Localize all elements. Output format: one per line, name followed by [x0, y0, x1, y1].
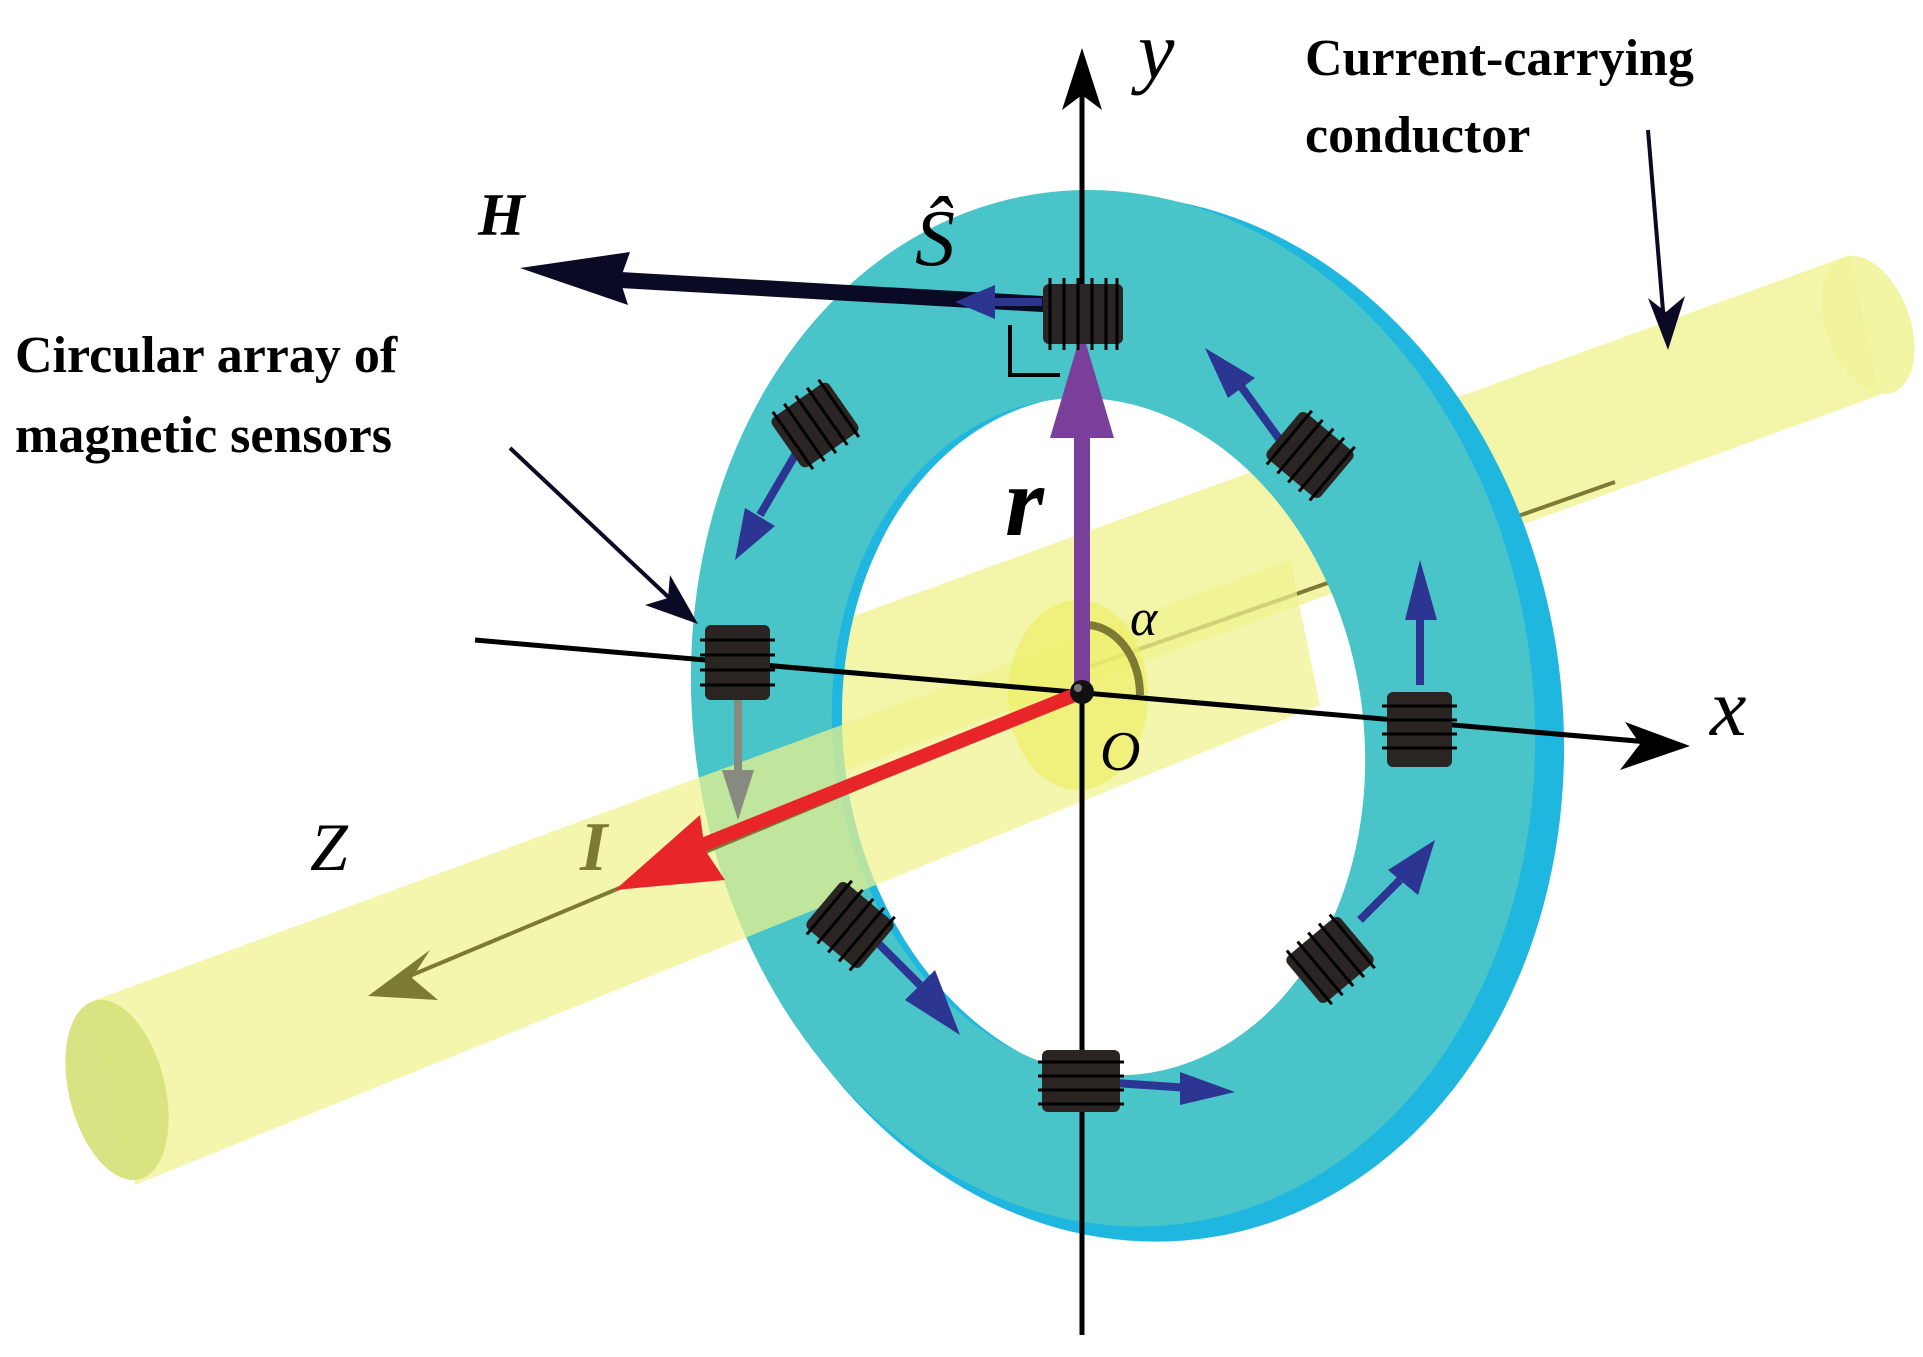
- angle-label: α: [1130, 590, 1159, 647]
- current-vector-head: [615, 815, 725, 890]
- s-hat-label: Ŝ: [915, 195, 955, 283]
- angle-arc: [1081, 620, 1145, 696]
- sensor-upper-left: [735, 378, 861, 560]
- origin-point: [1070, 680, 1094, 704]
- sensor-bottom: [1038, 1050, 1235, 1112]
- z-axis-arrowhead: [368, 950, 438, 1000]
- origin-label: O: [1100, 721, 1140, 783]
- current-label: I: [579, 809, 610, 886]
- conductor-label-line1: Current-carrying: [1305, 30, 1694, 87]
- z-axis-label: Z: [310, 809, 349, 885]
- x-axis-label: x: [1709, 662, 1746, 753]
- conductor-label-line2: conductor: [1305, 107, 1530, 164]
- sensor-right: [1382, 560, 1457, 767]
- sensor-lower-right: [1285, 840, 1435, 1006]
- array-label-line1: Circular array of: [15, 327, 398, 384]
- r-vector-label: r: [1005, 446, 1045, 557]
- r-vector-head: [1050, 330, 1114, 438]
- array-pointer-line: [508, 446, 682, 610]
- right-angle-marker: [1008, 325, 1060, 377]
- array-label-line2: magnetic sensors: [15, 407, 392, 464]
- h-vector-head: [520, 252, 630, 305]
- conductor-pointer-line: [1646, 129, 1667, 336]
- sensor-top: [955, 278, 1123, 350]
- sensor-lower-left: [805, 879, 960, 1035]
- h-vector-label: H: [477, 182, 527, 248]
- current-vector: [687, 685, 1085, 857]
- y-axis-arrowhead: [1062, 48, 1102, 110]
- y-axis-label: y: [1131, 5, 1175, 96]
- sensor-upper-right: [1205, 348, 1356, 502]
- sensor-left: [700, 625, 775, 820]
- conductor-pointer-head: [1648, 296, 1685, 350]
- x-axis-arrowhead: [1620, 722, 1690, 770]
- array-pointer-head: [645, 575, 698, 624]
